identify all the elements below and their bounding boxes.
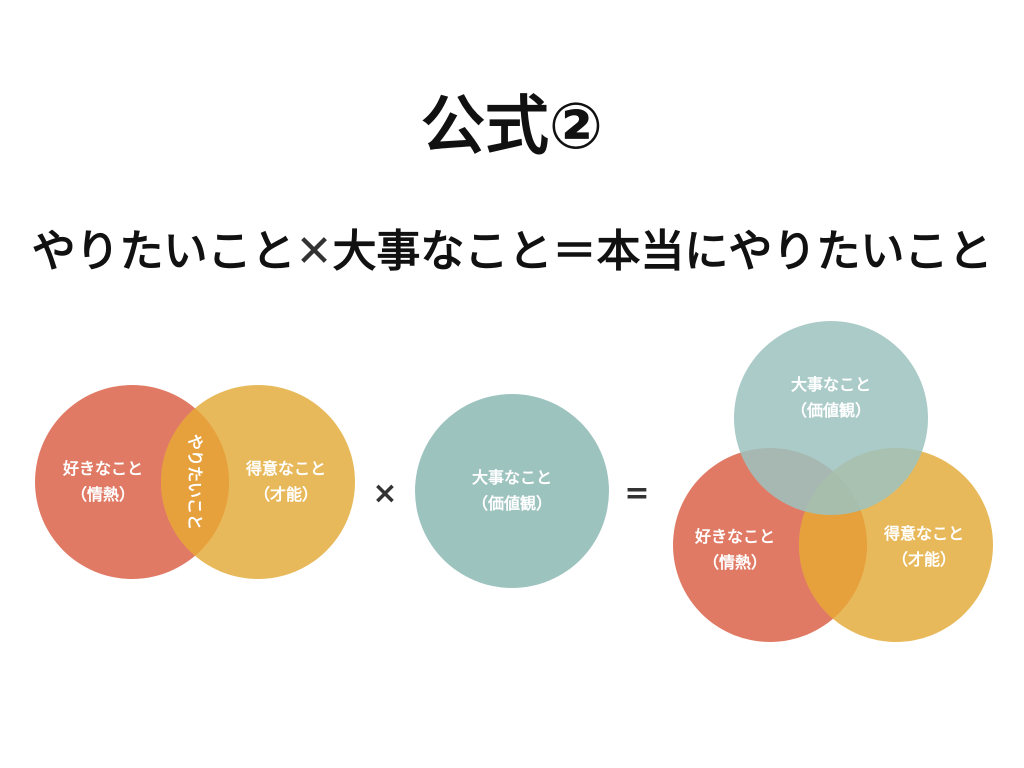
right-values-circle: [734, 321, 928, 515]
times-operator: ×: [372, 476, 397, 511]
formula-heading: やりたいこと✕大事なこと＝本当にやりたいこと: [0, 226, 1024, 279]
values-label: 大事なこと: [472, 468, 552, 487]
equals-operator: =: [624, 476, 649, 511]
intersection-label-vertical: やりたいこと: [186, 434, 205, 530]
passion-sublabel: （情熱）: [71, 485, 135, 504]
values-circle: [415, 394, 609, 588]
left-venn: 好きなこと （情熱） 得意なこと （才能） やりたいこと: [35, 385, 355, 579]
talent-label: 得意なこと: [245, 459, 326, 478]
right-values-sublabel: （価値観）: [791, 401, 871, 420]
right-values-label: 大事なこと: [791, 375, 871, 394]
page-title: 公式②: [420, 90, 604, 164]
formula-term-true-want: 本当にやりたいこと: [596, 226, 993, 277]
values-circle-group: 大事なこと （価値観）: [415, 394, 609, 588]
right-passion-sublabel: （情熱）: [703, 553, 767, 572]
formula-times-sign: ✕: [295, 226, 333, 277]
formula-term-want: やりたいこと: [31, 226, 296, 277]
right-talent-sublabel: （才能）: [892, 550, 956, 569]
right-talent-label: 得意なこと: [883, 524, 964, 543]
right-venn: 大事なこと （価値観） 好きなこと （情熱） 得意なこと （才能）: [673, 321, 993, 642]
values-sublabel: （価値観）: [472, 494, 552, 513]
formula-equals-sign: ＝: [552, 226, 597, 277]
left-overlap-region: [161, 385, 229, 579]
right-passion-label: 好きなこと: [694, 527, 775, 546]
talent-sublabel: （才能）: [254, 485, 318, 504]
formula-term-important: 大事なこと: [332, 226, 553, 277]
passion-label: 好きなこと: [62, 459, 143, 478]
